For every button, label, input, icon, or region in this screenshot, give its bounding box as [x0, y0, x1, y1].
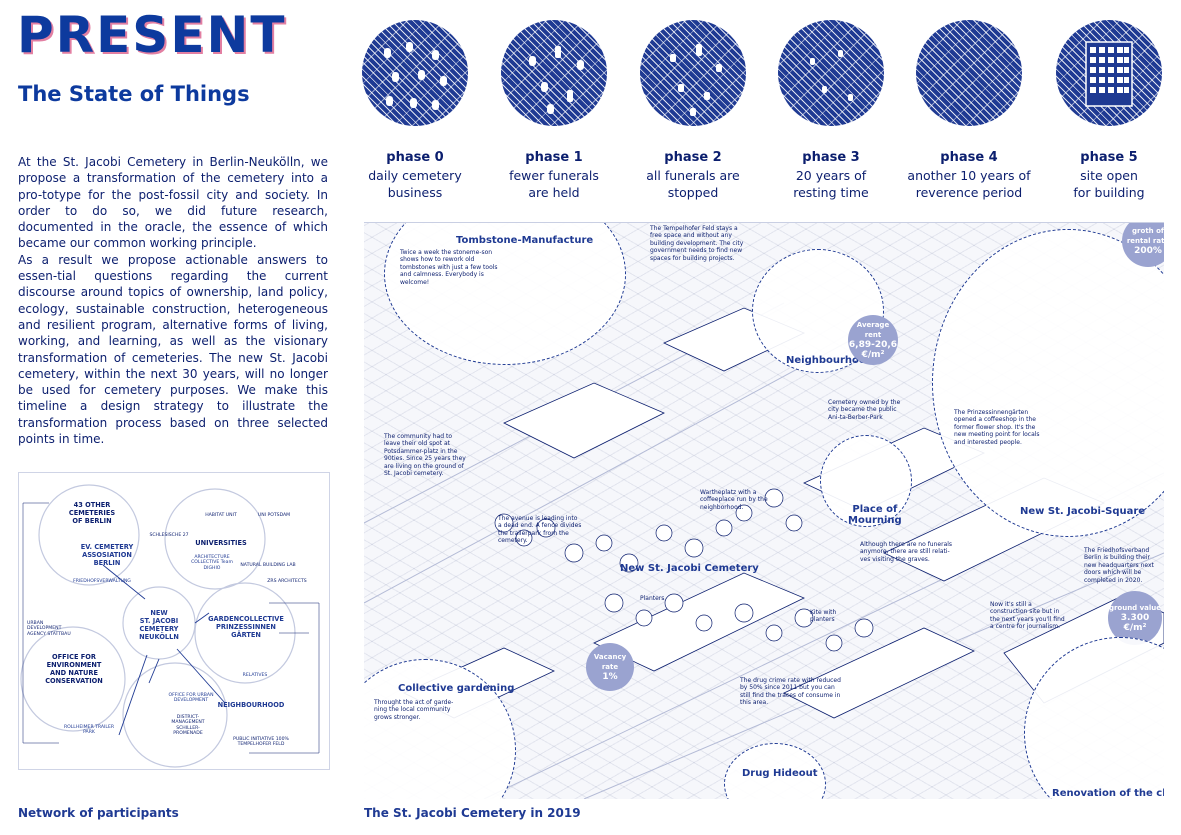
phase-5: phase 5 site open for building [1044, 20, 1174, 201]
average-rent-stat: Average rent 6,89-20,6 €/m² [848, 315, 898, 365]
edge-initiative: PUBLIC INITIATIVE 100% TEMPELHOFER FELD [233, 737, 289, 748]
tombstone-icon [529, 46, 584, 114]
phase-0-desc: daily cemetery business [368, 168, 462, 200]
mourning-label: Place of Mourning [848, 504, 902, 526]
phase-5-name: phase 5 [1080, 150, 1138, 165]
tombstone-note: Twice a week the stoneme-son shows how t… [400, 249, 498, 286]
phase-2-disc [640, 20, 746, 126]
ground-value-value: 3.300 €/m² [1120, 613, 1150, 633]
edge-natural-building: NATURAL BUILDING LAB [240, 563, 296, 568]
edge-schlesische: SCHLESISCHE 27 [149, 533, 189, 538]
edge-district: DISTRICT-MANAGEMENT SCHILLER-PROMENADE [171, 715, 205, 737]
friedhofsverband-note: The Friedhofsverband Berlin is building … [1084, 547, 1154, 584]
coffeeshop-note: The Prinzessinnengärten opened a coffees… [954, 409, 1040, 446]
gardening-label: Collective gardening [398, 683, 515, 694]
edge-office-urban: OFFICE FOR URBAN DEVELOPMENT [168, 693, 214, 704]
edge-habitat: HABITAT UNIT [205, 513, 237, 518]
phase-0-name: phase 0 [386, 150, 444, 165]
community-note: The community had to leave their old spo… [384, 433, 466, 478]
edge-architecture: ARCHITECTURE COLLECTIVE Team DIGHIO [191, 555, 233, 571]
intro-paragraph-2: As a result we propose actionable answer… [18, 252, 328, 447]
mourning-bubble [820, 435, 912, 527]
edge-rollheimer: ROLLHEIMER TRAILER PARK [63, 725, 115, 736]
vacancy-rate-stat: Vacancy rate 1% [586, 643, 634, 691]
node-other-cemeteries: 43 OTHER CEMETERIES OF BERLIN [68, 501, 116, 525]
construction-note: Now it's still a construction site but i… [990, 601, 1065, 631]
ground-value-stat: ground value 3.300 €/m² [1108, 591, 1162, 645]
phase-4-disc [916, 20, 1022, 126]
tombstone-label: Tombstone-Manufacture [456, 235, 594, 246]
edge-relatives: RELATIVES [242, 673, 268, 678]
tombstone-icon [670, 44, 722, 116]
phase-1-desc: fewer funerals are held [509, 168, 599, 200]
square-bubble [932, 229, 1164, 537]
phase-2-desc: all funerals are stopped [646, 168, 740, 200]
planters-note: Planters [640, 595, 665, 602]
phase-1-name: phase 1 [525, 150, 583, 165]
edge-unipotsdam: UNI POTSDAM [257, 513, 291, 518]
phase-1-disc [501, 20, 607, 126]
phase-2-name: phase 2 [664, 150, 722, 165]
park-note: Cemetery owned by the city became the pu… [828, 399, 901, 421]
edge-zrs: ZRS ARCHITECTS [267, 579, 307, 584]
ground-value-label: ground value [1108, 604, 1162, 612]
phase-3-disc [778, 20, 884, 126]
average-rent-value: 6,89-20,6 €/m² [848, 340, 898, 360]
phase-3-name: phase 3 [802, 150, 860, 165]
phase-4-desc: another 10 years of reverence period [907, 168, 1031, 200]
cemetery-map: Tombstone-Manufacture Twice a week the s… [364, 222, 1164, 799]
node-new-st-jacobi: NEW ST. JACOBI CEMETERY NEUKÖLLN [139, 609, 179, 641]
network-caption: Network of participants [18, 806, 179, 820]
node-gardencollective: GARDENCOLLECTIVE PRINZESSINNEN GÄRTEN [208, 615, 284, 639]
phase-1: phase 1 fewer funerals are held [489, 20, 619, 201]
phase-0: phase 0 daily cemetery business [350, 20, 480, 201]
tempelhof-note: The Tempelhofer Feld stays a free space … [650, 225, 744, 262]
vacancy-rate-value: 1% [602, 672, 618, 682]
rental-growth-stat: groth of rental rate 200% [1122, 223, 1164, 267]
phase-0-disc [362, 20, 468, 126]
tombstone-icon [810, 50, 853, 101]
neighbourhood-label: Neighbourhood [786, 355, 873, 366]
gardening-note: Throught the act of garde-ning the local… [374, 699, 454, 721]
rental-growth-label: groth of rental rate [1126, 227, 1164, 245]
node-neighbourhood: NEIGHBOURHOOD [217, 701, 285, 709]
network-lines [20, 484, 320, 768]
average-rent-label: Average rent [856, 321, 890, 339]
rental-growth-value: 200% [1134, 246, 1162, 256]
node-ev-cemetery: EV. CEMETERY ASSOSIATION BERLIN [80, 543, 134, 567]
phase-5-disc [1056, 20, 1162, 126]
node-universities: UNIVERSITIES [195, 539, 247, 547]
intro-paragraph-1: At the St. Jacobi Cemetery in Berlin-Neu… [18, 155, 328, 251]
network-diagram: 43 OTHER CEMETERIES OF BERLIN EV. CEMETE… [18, 472, 330, 770]
chapel-label: Renovation of the chapel [1052, 788, 1164, 799]
building-icon [1085, 41, 1133, 107]
kite-note: Kite with planters [810, 609, 837, 624]
cemetery-label: New St. Jacobi Cemetery [620, 563, 759, 574]
funerals-note: Although there are no funerals anymore, … [860, 541, 953, 563]
page-title: PRESENT [17, 6, 287, 64]
phase-3: phase 3 20 years of resting time [766, 20, 896, 201]
intro-text: At the St. Jacobi Cemetery in Berlin-Neu… [18, 154, 328, 447]
phase-4-name: phase 4 [940, 150, 998, 165]
tombstone-icon [384, 42, 447, 110]
edge-friedhof: FRIEDHOFSVERWALTUNG [73, 579, 131, 584]
page-subtitle: The State of Things [18, 82, 250, 106]
phase-2: phase 2 all funerals are stopped [628, 20, 758, 201]
vacancy-rate-label: Vacancy rate [593, 653, 627, 671]
square-label: New St. Jacobi-Square [1020, 506, 1146, 517]
phase-5-desc: site open for building [1073, 168, 1145, 200]
phase-4: phase 4 another 10 years of reverence pe… [904, 20, 1034, 201]
node-office-environment: OFFICE FOR ENVIRONMENT AND NATURE CONSER… [45, 653, 103, 685]
edge-urban-agency: URBAN DEVELOPMENT AGENCY STATTBAU [27, 621, 71, 637]
phase-3-desc: 20 years of resting time [793, 168, 869, 200]
map-caption: The St. Jacobi Cemetery in 2019 [364, 806, 581, 820]
avenue-note: The avenue is leading into a dead end. A… [498, 515, 582, 545]
crime-note: The drug crime rate with reduced by 50% … [740, 677, 841, 707]
wartheplatz-note: Wartheplatz with a coffeeplace run by th… [700, 489, 768, 511]
drug-label: Drug Hideout [742, 768, 818, 779]
